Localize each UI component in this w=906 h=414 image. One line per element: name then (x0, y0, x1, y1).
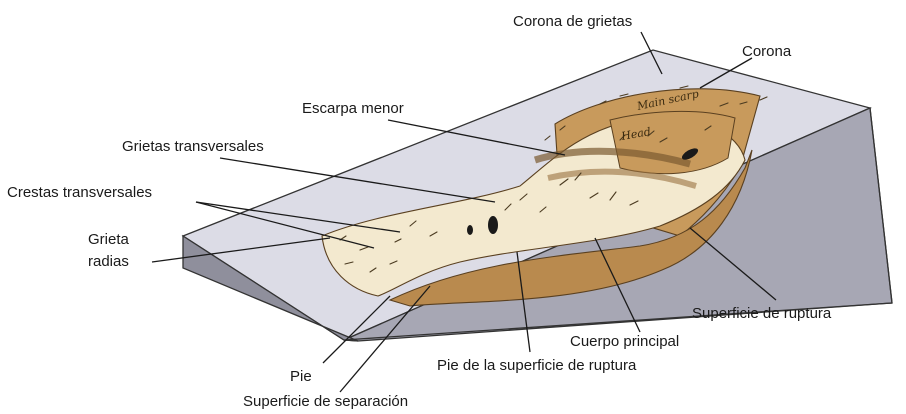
label-corona-de-grietas: Corona de grietas (513, 13, 632, 30)
label-pie-de-la-superficie: Pie de la superficie de ruptura (437, 357, 637, 374)
fissure-dark-2 (488, 216, 498, 234)
label-escarpa-menor: Escarpa menor (302, 100, 404, 117)
label-pie: Pie (290, 368, 312, 385)
label-superficie-de-separacion: Superficie de separación (243, 393, 408, 410)
label-corona: Corona (742, 43, 792, 60)
head-block (610, 111, 735, 173)
label-superficie-de-ruptura: Superficie de ruptura (692, 305, 832, 322)
fissure-dark-3 (467, 225, 473, 235)
label-crestas-transversales: Crestas transversales (7, 184, 152, 201)
label-grieta: Grieta (88, 231, 130, 248)
label-cuerpo-principal: Cuerpo principal (570, 333, 679, 350)
label-grietas-transversales: Grietas transversales (122, 138, 264, 155)
label-radias: radias (88, 253, 129, 270)
